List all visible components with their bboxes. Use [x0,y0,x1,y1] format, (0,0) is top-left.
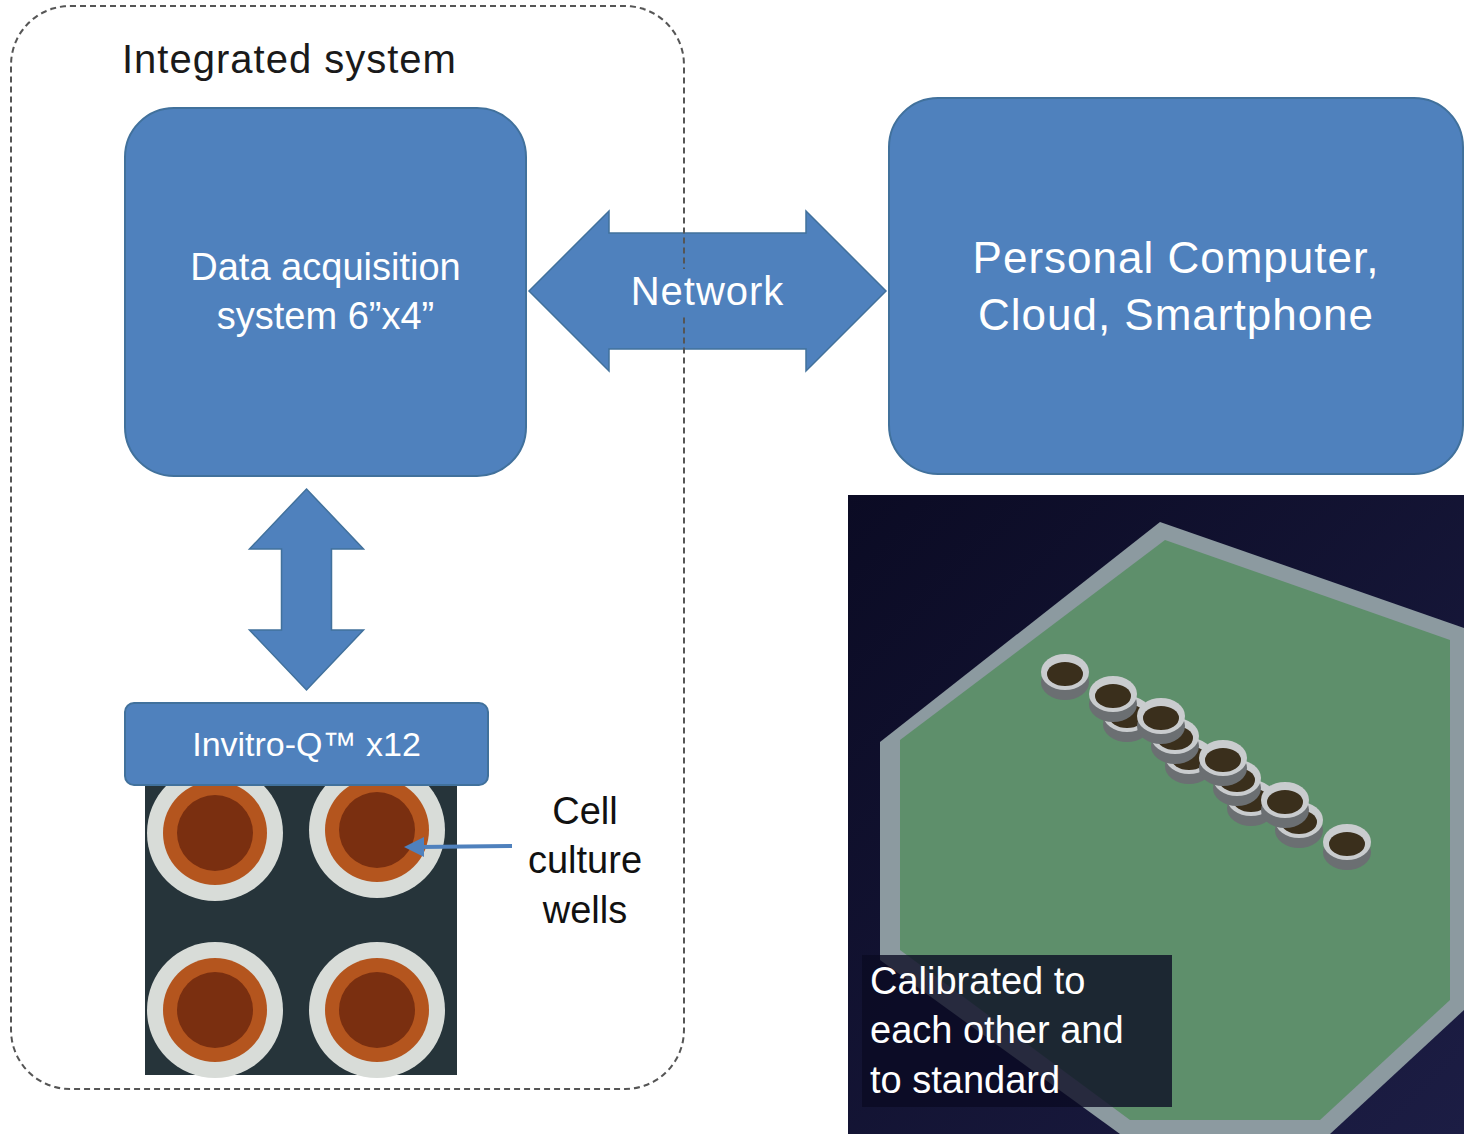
process-box: Personal Computer, Cloud, Smartphone [888,97,1464,475]
edge-label: Network [627,269,789,314]
board-photo [848,495,1464,1134]
well-cylinder [1323,824,1371,860]
block-arrow [529,211,886,371]
leader-arrow [404,837,512,857]
well-cylinder [1143,706,1179,730]
well-cylinder [1047,662,1083,686]
box-text: Data acquisition system 6”x4” [154,243,497,342]
well-cylinder [1261,782,1309,818]
well-cylinder [1199,740,1247,776]
well-cylinder [1095,684,1131,708]
well-cylinder [1329,832,1365,856]
photo-caption: Calibrated to each other and to standard [862,955,1172,1107]
box-text: Personal Computer, Cloud, Smartphone [918,229,1434,343]
process-box: Data acquisition system 6”x4” [124,107,527,477]
box-text: Invitro-Q™ x12 [192,722,421,766]
well-cylinder [1041,654,1089,690]
well-cylinder [1137,698,1185,734]
block-arrow [250,489,364,690]
well-cylinder [1267,790,1303,814]
well-cylinder [1205,748,1241,772]
callout-label: Cell culture wells [512,785,658,937]
well-cylinder [1089,676,1137,712]
group-title: Integrated system [122,37,457,82]
device-label-box: Invitro-Q™ x12 [124,702,489,786]
wells-photo [145,762,457,1078]
